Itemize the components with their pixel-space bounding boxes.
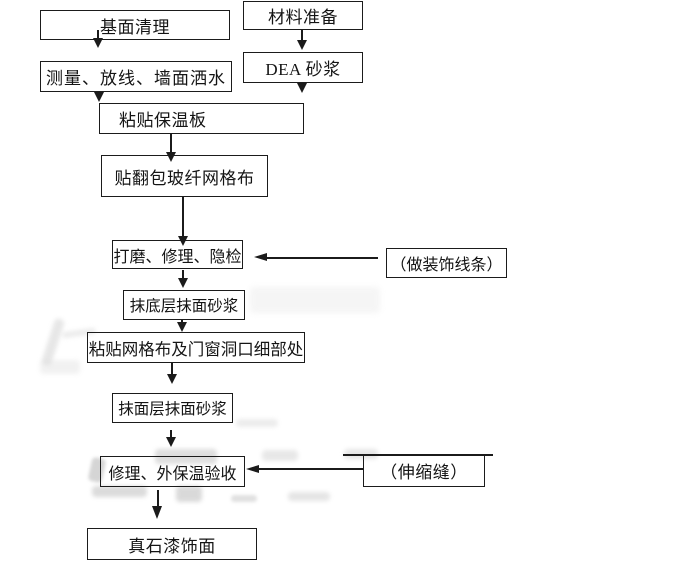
arrow-head-details-to-finishcoat	[167, 374, 177, 384]
arrow-line-moulding-to-grind	[267, 257, 378, 259]
arrow-line-details-to-finishcoat	[171, 363, 173, 375]
arrow-line-joint-to-repair	[259, 468, 363, 470]
arrow-head-measure-to-insulation	[94, 92, 104, 102]
arrow-head-material-to-dea	[297, 40, 307, 50]
arrow-head-basecoat-to-details	[177, 322, 187, 332]
arrow-line-grind-to-basecoat	[182, 270, 184, 279]
flow-node-measure-layout-watering: 测量、放线、墙面洒水	[40, 61, 232, 92]
flow-node-repair-acceptance: 修理、外保温验收	[100, 456, 245, 487]
arrow-head-insulation-to-mesh	[166, 152, 176, 162]
arrow-head-mesh-to-grind	[178, 236, 188, 246]
arrow-line-mesh-to-grind	[182, 197, 184, 237]
arrow-line-base-cleaning-to-measure	[97, 30, 99, 39]
arrow-head-repair-to-stonepaint	[152, 506, 162, 519]
watermark-smudge	[250, 287, 380, 313]
arrow-head-dea-down	[297, 83, 307, 93]
watermark-smudge	[40, 317, 66, 367]
flow-node-decorative-moulding: （做装饰线条）	[386, 248, 507, 278]
flow-node-paste-insulation-board: 粘贴保温板	[99, 103, 304, 134]
watermark-smudge	[40, 360, 80, 374]
arrow-head-grind-to-basecoat	[178, 278, 188, 288]
flow-node-wrap-fiberglass-mesh: 贴翻包玻纤网格布	[101, 155, 268, 197]
arrow-line-basecoat-to-details	[181, 320, 183, 323]
arrow-head-base-cleaning-to-measure	[93, 38, 103, 48]
flow-node-expansion-joint: （伸缩缝）	[363, 455, 485, 487]
watermark-smudge	[176, 486, 202, 502]
watermark-smudge	[92, 486, 147, 497]
flow-node-grind-repair-inspection: 打磨、修理、隐检	[112, 240, 243, 269]
expansion-joint-top-line	[343, 454, 493, 456]
arrow-line-finishcoat-to-repair	[170, 430, 172, 438]
flow-node-dea-mortar: DEA 砂浆	[243, 52, 363, 83]
arrow-line-repair-to-stonepaint	[157, 490, 159, 507]
flow-node-material-prep: 材料准备	[243, 1, 363, 30]
watermark-smudge	[288, 492, 330, 501]
arrow-line-insulation-to-mesh	[170, 134, 172, 153]
flow-node-base-cleaning: 基面清理	[40, 10, 230, 40]
arrow-head-finishcoat-to-repair	[166, 437, 176, 447]
flow-node-base-coat-mortar: 抹底层抹面砂浆	[123, 290, 245, 320]
flow-node-mesh-opening-details: 粘贴网格布及门窗洞口细部处	[87, 332, 305, 363]
flow-node-stone-paint-finish: 真石漆饰面	[87, 528, 257, 560]
arrow-head-joint-to-repair	[246, 465, 259, 473]
watermark-smudge	[231, 495, 257, 502]
arrow-line-material-to-dea	[301, 30, 303, 41]
arrow-head-moulding-to-grind	[254, 253, 267, 261]
watermark-smudge	[262, 450, 298, 461]
flow-node-finish-coat-mortar: 抹面层抹面砂浆	[112, 393, 233, 423]
watermark-smudge	[236, 419, 278, 427]
